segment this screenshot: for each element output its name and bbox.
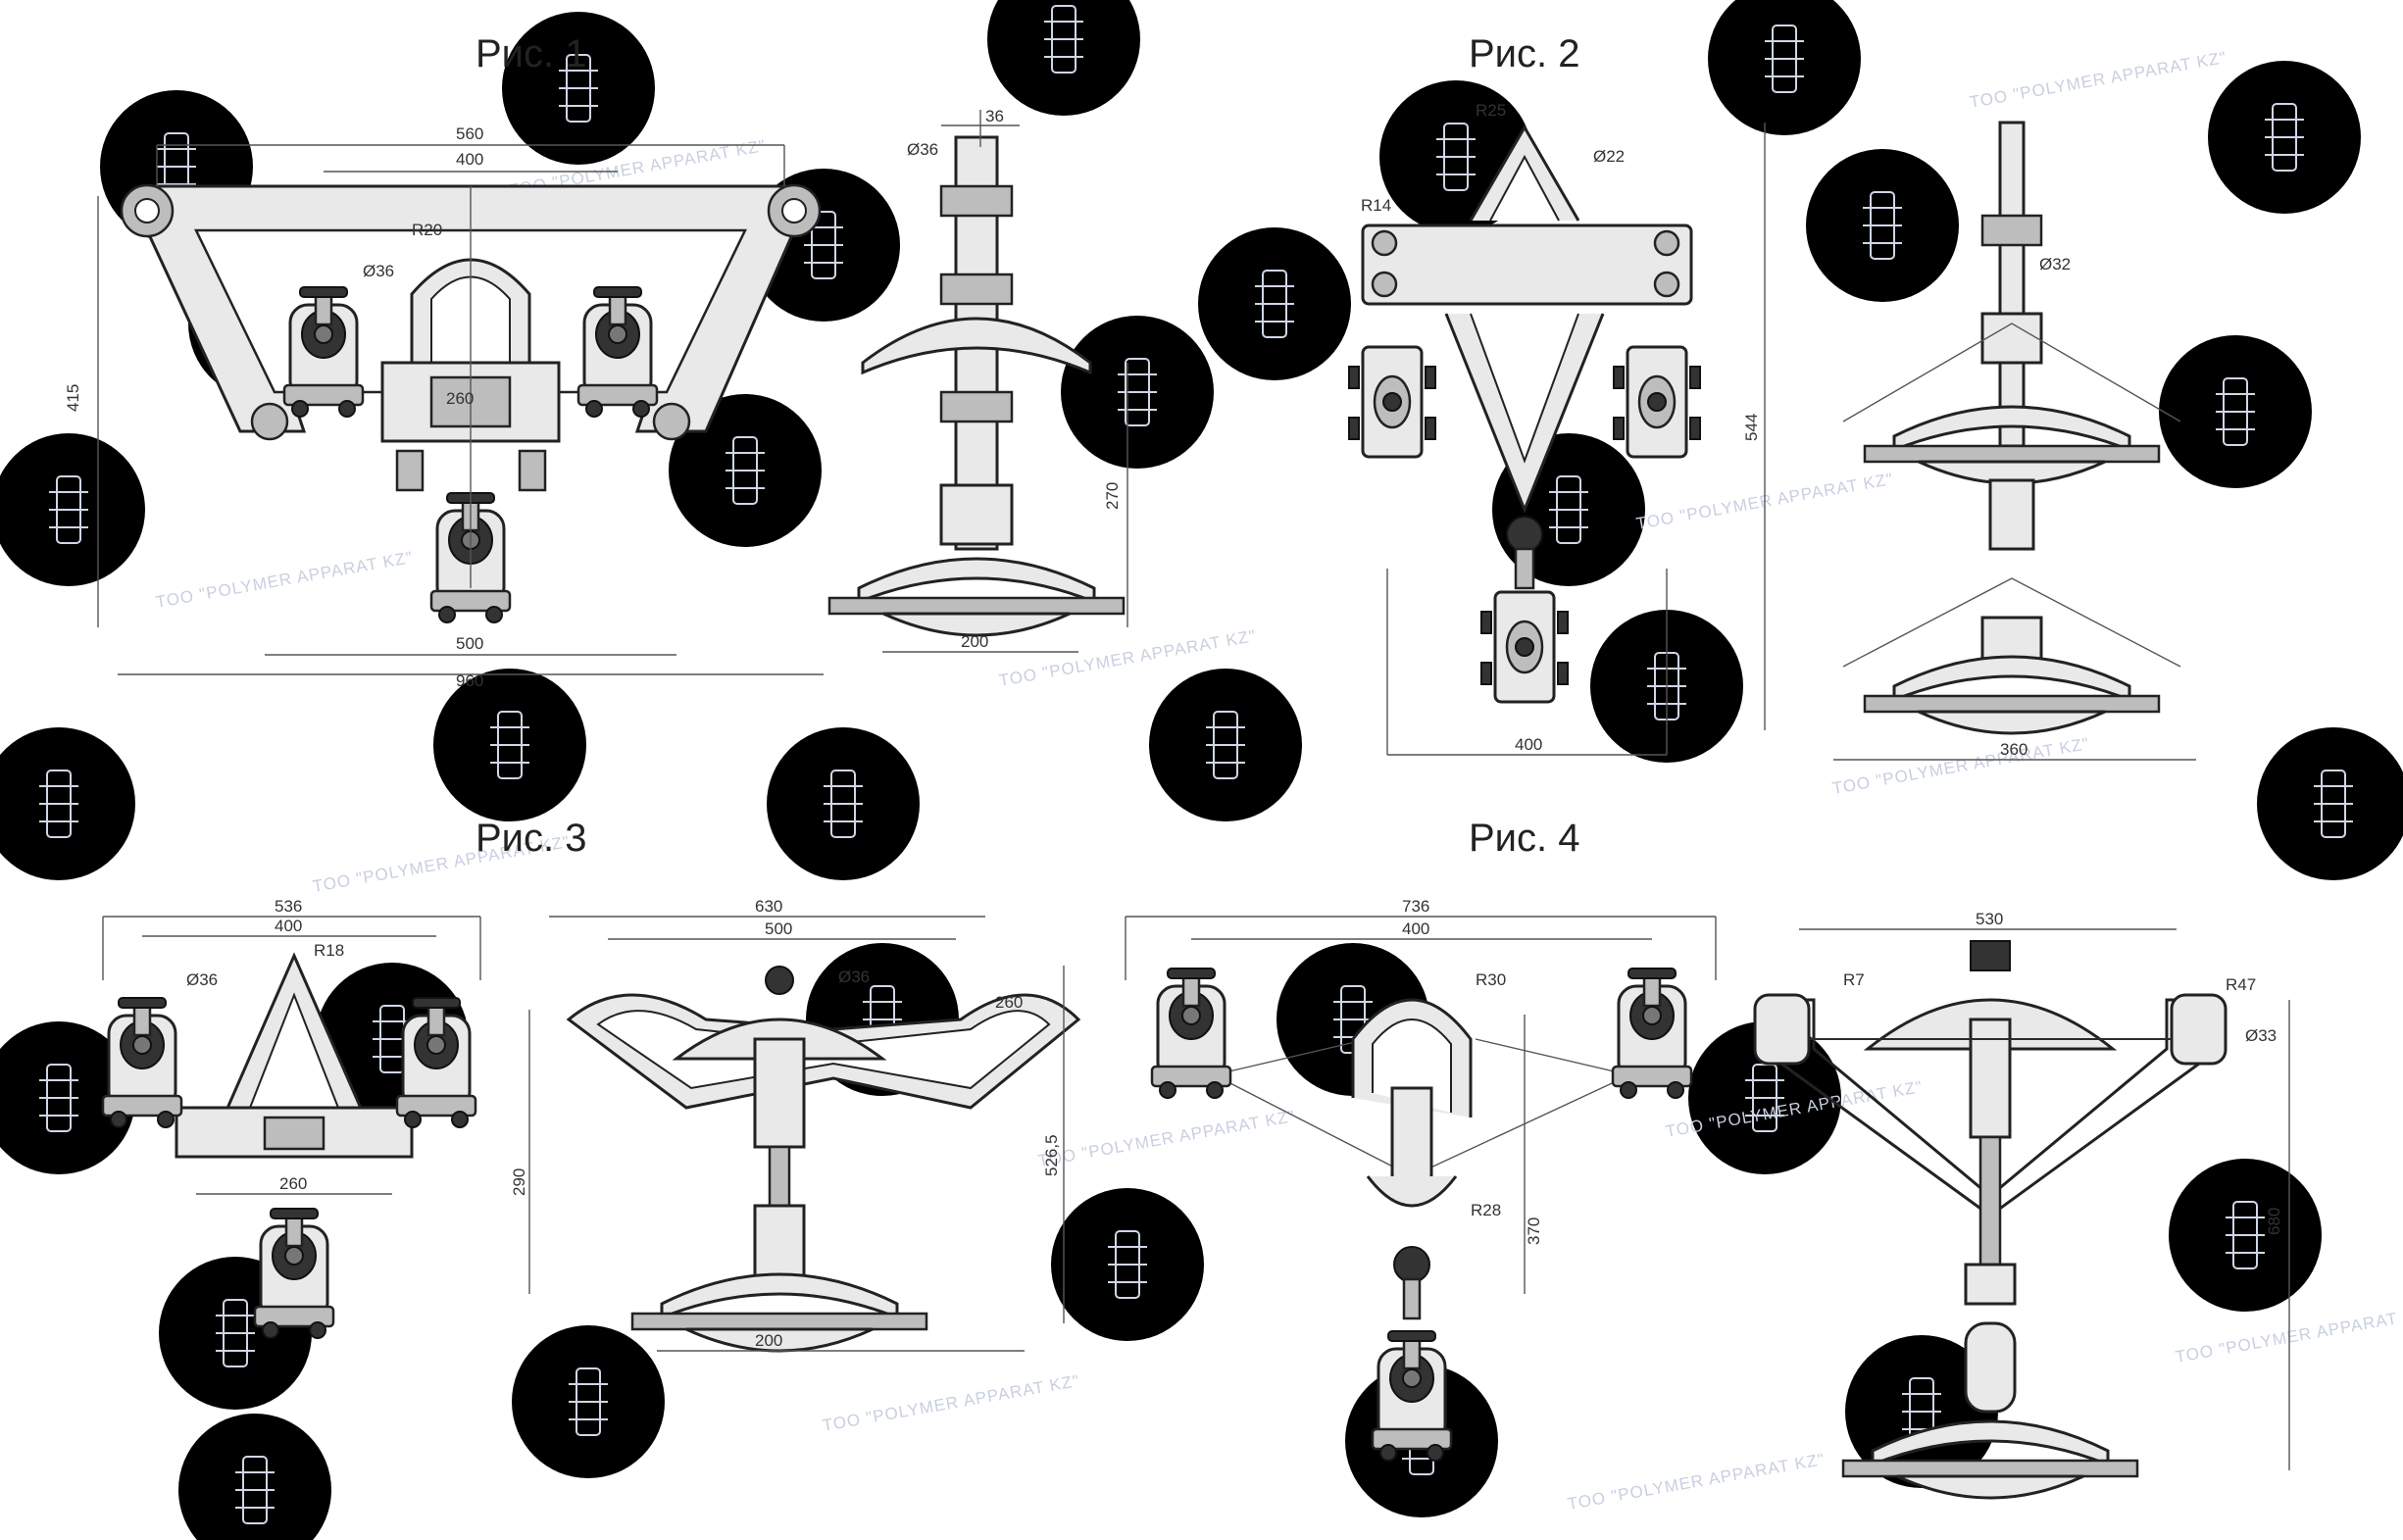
svg-text:Ø36: Ø36: [838, 968, 870, 986]
svg-text:Ø36: Ø36: [363, 262, 394, 280]
figure-4-side-view: [1753, 940, 2228, 1500]
svg-text:960: 960: [456, 671, 483, 690]
svg-text:415: 415: [64, 384, 82, 412]
svg-text:R14: R14: [1361, 196, 1391, 215]
svg-text:260: 260: [446, 389, 474, 408]
figure-3: Рис. 3 536 400 Ø36 R18 260: [101, 817, 1081, 1353]
svg-text:360: 360: [2000, 740, 2028, 759]
svg-text:R28: R28: [1471, 1201, 1501, 1219]
figure-4-front-view: [1150, 967, 1693, 1463]
figure-1-dimension-lines: [97, 144, 824, 675]
svg-text:544: 544: [1742, 414, 1761, 441]
svg-text:Ø33: Ø33: [2245, 1026, 2277, 1045]
svg-text:200: 200: [755, 1331, 782, 1350]
svg-text:TOO "POLYMER APPARAT KZ": TOO "POLYMER APPARAT KZ": [2174, 1303, 2403, 1366]
figure-2-front-view: [1347, 124, 1702, 704]
figure-2-dimension-lines: [1386, 123, 1766, 756]
svg-text:R18: R18: [314, 941, 344, 960]
svg-text:400: 400: [275, 917, 302, 935]
svg-text:R7: R7: [1843, 970, 1865, 989]
svg-text:R20: R20: [412, 221, 442, 239]
svg-text:370: 370: [1525, 1217, 1543, 1245]
svg-text:R47: R47: [2226, 975, 2256, 994]
svg-text:630: 630: [755, 897, 782, 916]
svg-text:TOO "POLYMER APPARAT KZ": TOO "POLYMER APPARAT KZ": [1566, 1450, 1826, 1514]
svg-text:TOO "POLYMER APPARAT KZ": TOO "POLYMER APPARAT KZ": [1968, 48, 2228, 112]
figure-1: Рис. 1 56: [64, 32, 1128, 690]
svg-text:Ø22: Ø22: [1593, 147, 1625, 166]
figure-2-side-view: [1842, 121, 2181, 735]
svg-text:400: 400: [1402, 919, 1429, 938]
svg-text:536: 536: [275, 897, 302, 916]
figure-1-side-dimension-lines: [882, 110, 1128, 653]
svg-text:260: 260: [995, 993, 1023, 1012]
figure-4-dimension-lines: [1125, 916, 1717, 1294]
figure-3-title: Рис. 3: [476, 817, 587, 860]
svg-text:400: 400: [1515, 735, 1542, 754]
svg-text:260: 260: [279, 1174, 307, 1193]
figure-3-side-view: [566, 966, 1081, 1353]
svg-text:290: 290: [510, 1168, 528, 1196]
svg-text:R30: R30: [1476, 970, 1506, 989]
svg-text:560: 560: [456, 124, 483, 143]
figure-1-title: Рис. 1: [476, 32, 587, 75]
svg-text:200: 200: [961, 632, 988, 651]
figure-2: Рис. 2 R25 Ø22 R14 544 400: [1347, 32, 2196, 761]
svg-text:TOO "POLYMER APPARAT KZ": TOO "POLYMER APPARAT KZ": [1830, 734, 2090, 798]
svg-text:500: 500: [765, 919, 792, 938]
svg-text:TOO "POLYMER APPARAT KZ": TOO "POLYMER APPARAT KZ": [821, 1371, 1080, 1435]
svg-text:526,5: 526,5: [1042, 1134, 1061, 1176]
figure-4-side-dimension-lines: [1799, 928, 2290, 1470]
svg-text:530: 530: [1976, 910, 2003, 928]
figure-3-side-dimension-lines: [528, 916, 1065, 1352]
figure-3-dimension-lines: [102, 916, 481, 1195]
svg-text:736: 736: [1402, 897, 1429, 916]
svg-text:Ø32: Ø32: [2039, 255, 2071, 273]
svg-text:36: 36: [985, 107, 1004, 125]
svg-text:Ø36: Ø36: [186, 970, 218, 989]
figure-1-side-view: [827, 135, 1126, 637]
svg-text:270: 270: [1103, 482, 1122, 510]
svg-text:R25: R25: [1476, 101, 1506, 120]
svg-text:Ø36: Ø36: [907, 140, 938, 159]
svg-text:TOO "POLYMER APPARAT KZ": TOO "POLYMER APPARAT KZ": [1036, 1107, 1296, 1170]
svg-text:400: 400: [456, 150, 483, 169]
svg-text:500: 500: [456, 634, 483, 653]
figure-2-title: Рис. 2: [1469, 32, 1580, 75]
figure-3-front-view: [101, 952, 477, 1340]
svg-text:TOO "POLYMER APPARAT KZ": TOO "POLYMER APPARAT KZ": [154, 548, 414, 612]
svg-text:680: 680: [2265, 1208, 2283, 1235]
figure-4-title: Рис. 4: [1469, 817, 1580, 860]
figure-4: Рис. 4 736 400 R30 R28 370: [1125, 817, 2290, 1500]
